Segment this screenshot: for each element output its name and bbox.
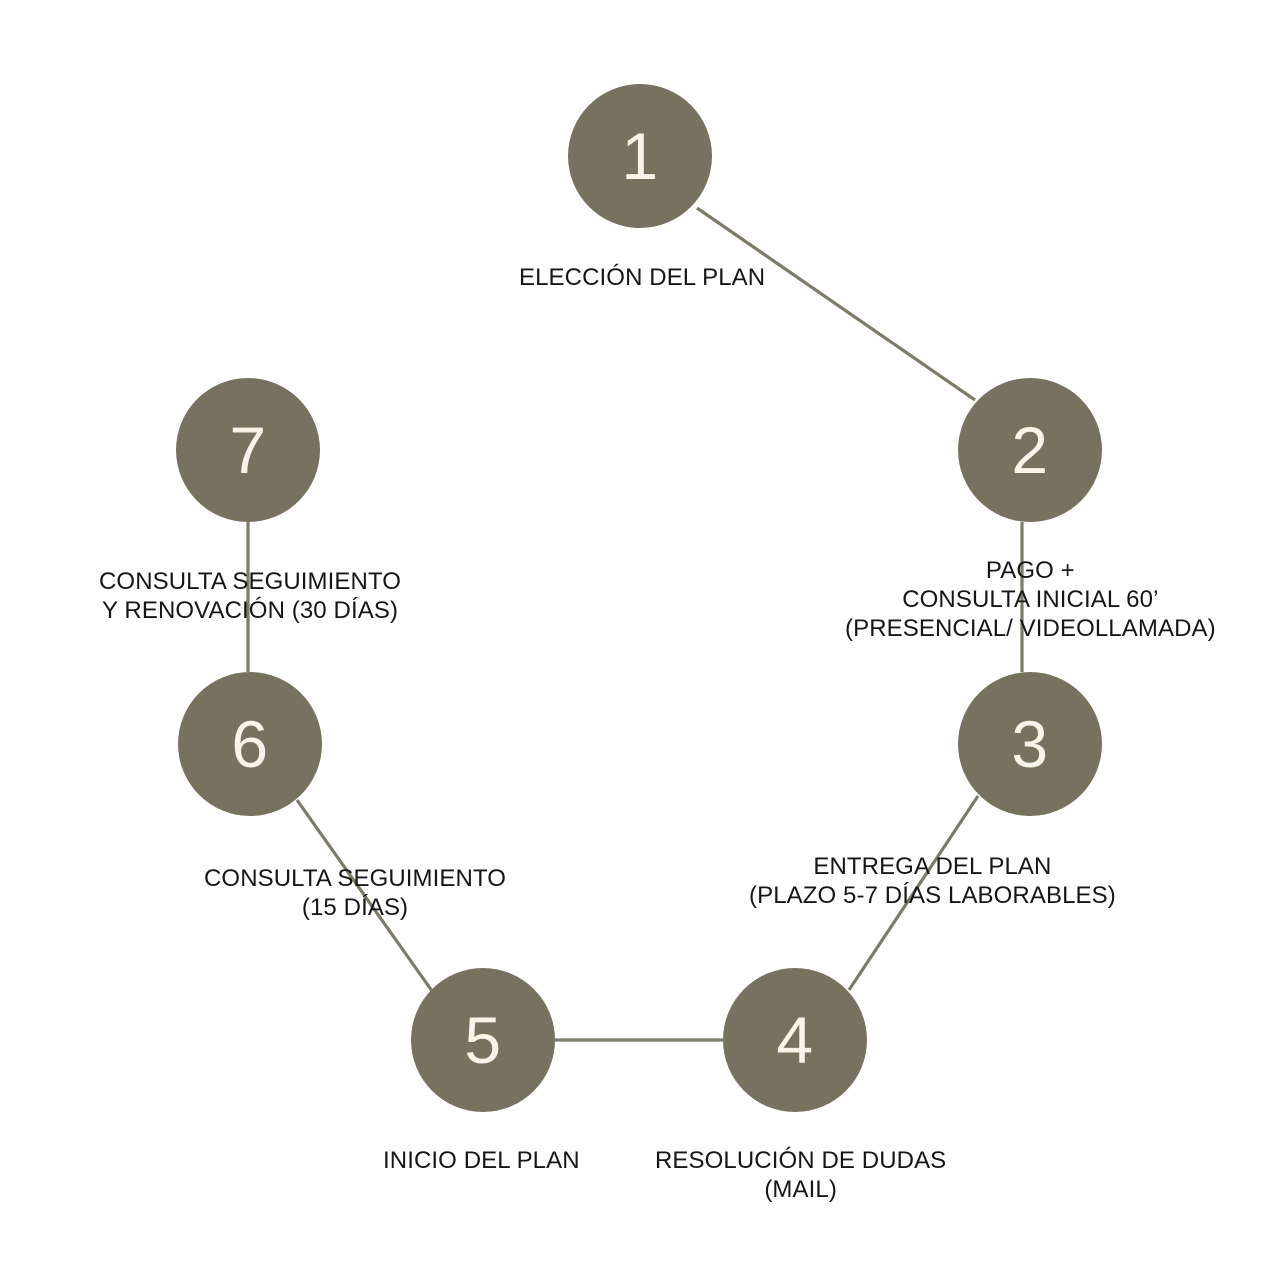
- label-line: (MAIL): [764, 1176, 837, 1204]
- node-number-7: 7: [229, 413, 267, 487]
- node-step-1[interactable]: 1: [568, 84, 712, 228]
- label-step-5: INICIO DEL PLAN: [383, 1146, 580, 1175]
- node-number-1: 1: [621, 119, 659, 193]
- node-number-5: 5: [464, 1003, 502, 1077]
- label-line: CONSULTA INICIAL 60’: [902, 586, 1159, 614]
- label-line: ELECCIÓN DEL PLAN: [519, 264, 766, 291]
- node-number-3: 3: [1011, 707, 1049, 781]
- label-line: INICIO DEL PLAN: [383, 1147, 580, 1174]
- label-step-2: PAGO +CONSULTA INICIAL 60’(PRESENCIAL/ V…: [845, 556, 1216, 643]
- label-line: PAGO +: [985, 557, 1075, 584]
- connector-3-to-4: [847, 795, 980, 991]
- node-number-2: 2: [1011, 413, 1049, 487]
- label-step-6: CONSULTA SEGUIMIENTO(15 DÍAS): [204, 864, 506, 922]
- label-line: (PLAZO 5-7 DÍAS LABORABLES): [749, 882, 1116, 910]
- label-line: (PRESENCIAL/ VIDEOLLAMADA): [845, 615, 1216, 643]
- label-line: ENTREGA DEL PLAN: [813, 853, 1052, 880]
- node-step-3[interactable]: 3: [958, 672, 1102, 816]
- node-step-4[interactable]: 4: [723, 968, 867, 1112]
- node-number-4: 4: [776, 1003, 814, 1077]
- label-step-1: ELECCIÓN DEL PLAN: [519, 263, 765, 292]
- node-step-6[interactable]: 6: [178, 672, 322, 816]
- label-line: Y RENOVACIÓN (30 DÍAS): [101, 597, 399, 625]
- connector-5-to-6: [295, 799, 434, 992]
- label-step-4: RESOLUCIÓN DE DUDAS(MAIL): [655, 1146, 946, 1204]
- node-step-2[interactable]: 2: [958, 378, 1102, 522]
- label-line: CONSULTA SEGUIMIENTO: [204, 865, 507, 892]
- label-line: (15 DÍAS): [301, 894, 409, 922]
- connector-1-to-2: [696, 206, 976, 402]
- node-step-5[interactable]: 5: [411, 968, 555, 1112]
- label-step-3: ENTREGA DEL PLAN(PLAZO 5-7 DÍAS LABORABL…: [749, 852, 1116, 910]
- node-number-6: 6: [231, 707, 269, 781]
- label-line: RESOLUCIÓN DE DUDAS: [655, 1147, 947, 1174]
- label-line: CONSULTA SEGUIMIENTO: [99, 568, 402, 595]
- node-step-7[interactable]: 7: [176, 378, 320, 522]
